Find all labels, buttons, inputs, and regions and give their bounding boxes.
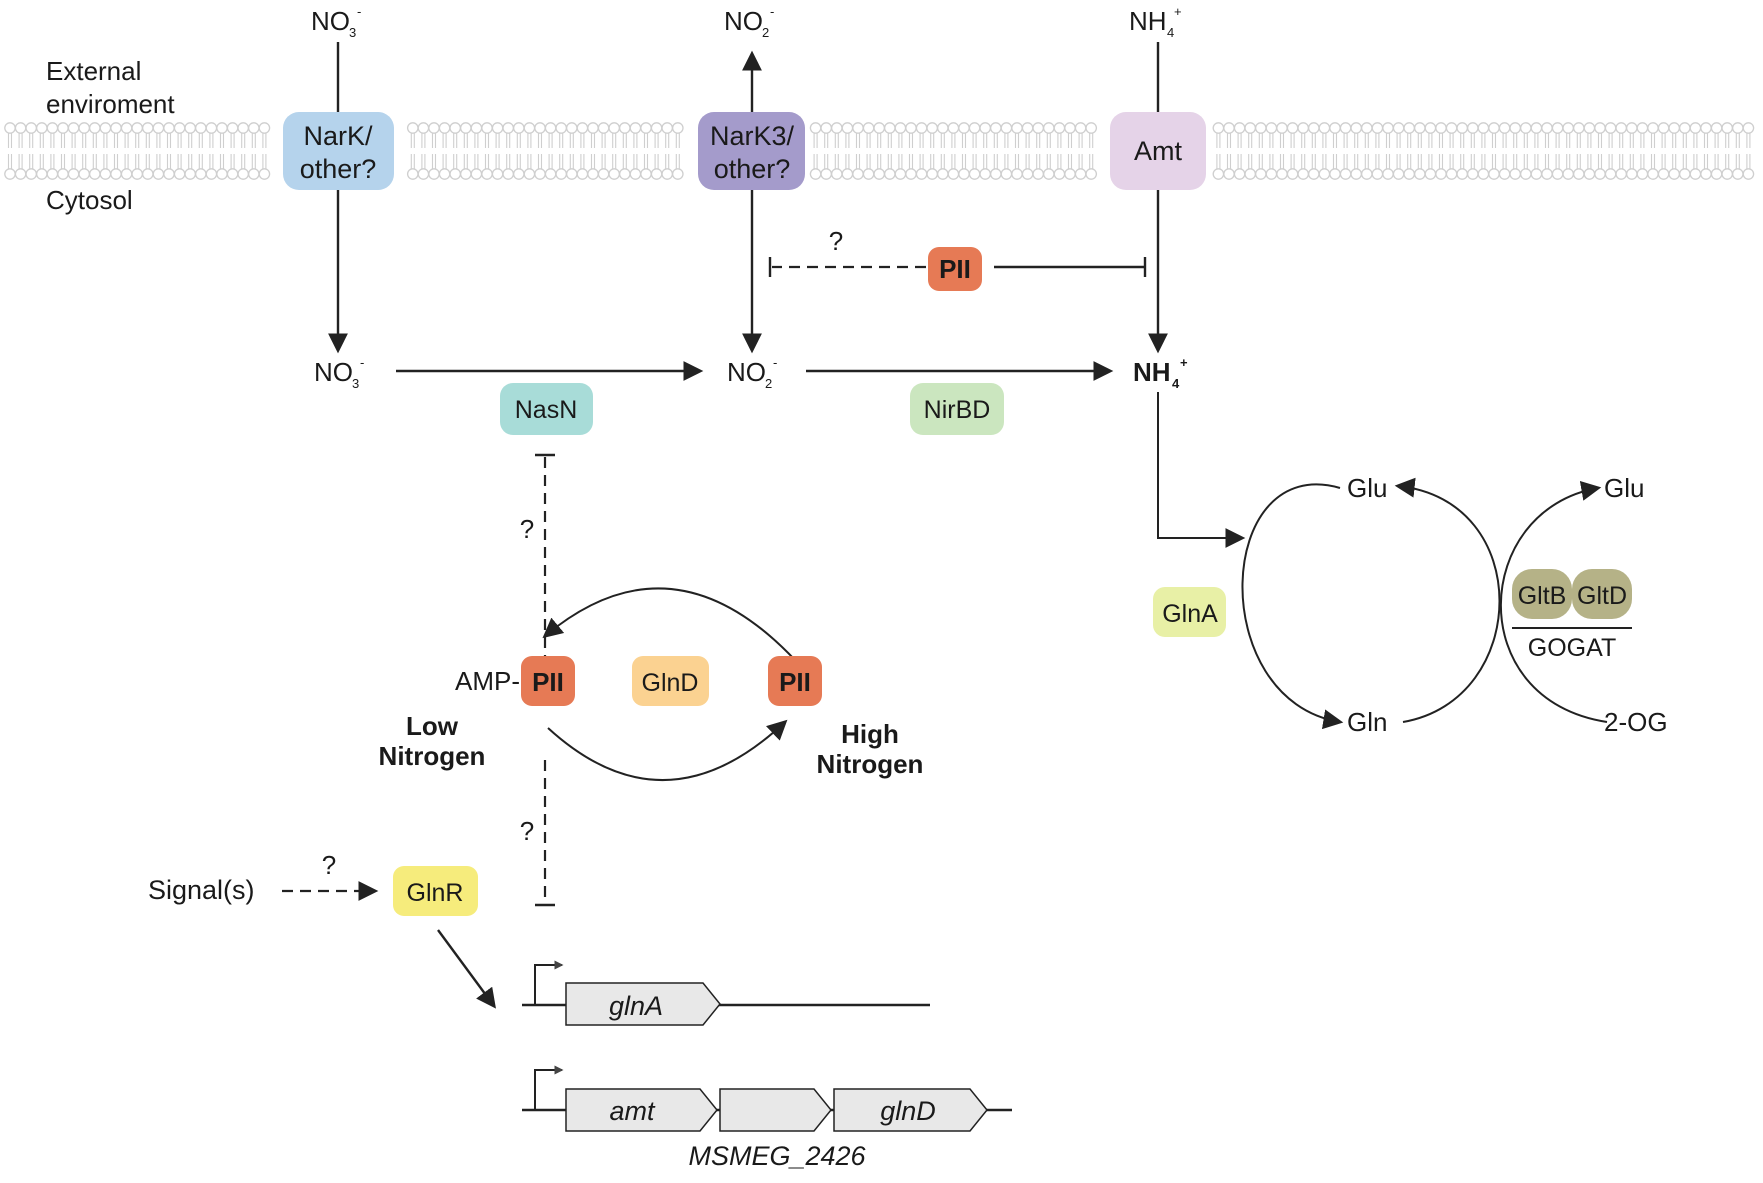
svg-text:2: 2 (765, 376, 772, 391)
glutamate-right: Glu (1604, 473, 1644, 503)
svg-text:glnD: glnD (880, 1096, 936, 1126)
svg-text:NasN: NasN (515, 396, 578, 424)
adenylylation-arrow (547, 719, 788, 781)
signal-label: Signal(s) (148, 875, 255, 905)
nark-transporter: NarK/ other? (283, 112, 394, 190)
svg-text:NH: NH (1129, 6, 1167, 36)
svg-text:NH: NH (1133, 357, 1171, 387)
svg-text:+: + (1180, 355, 1188, 370)
gogat-complex: GltB GltD GOGAT (1512, 569, 1632, 662)
external-ammonium: NH 4 + (1129, 4, 1182, 40)
svg-text:-: - (357, 4, 361, 19)
external-nitrite: NO 2 - (724, 4, 774, 40)
svg-text:PII: PII (532, 667, 564, 697)
svg-text:NO: NO (724, 6, 763, 36)
amt-operon-locus: amt glnD MSMEG_2426 (522, 1065, 1012, 1171)
svg-text:NarK/: NarK/ (303, 121, 373, 151)
svg-text:PII: PII (779, 667, 811, 697)
cytosol-nitrate: NO 3 - (314, 355, 364, 391)
svg-text:GlnR: GlnR (407, 879, 464, 907)
low-nitrogen-line1: Low (406, 711, 459, 741)
low-nitrogen-line2: Nitrogen (379, 741, 486, 771)
nark-box (283, 112, 394, 190)
gogat-product-arrow (1499, 481, 1608, 723)
cell-membrane (4, 122, 1755, 180)
cytosol-label: Cytosol (46, 185, 133, 215)
cytosol-ammonium: NH 4 + (1133, 355, 1188, 391)
pii-free: PII (768, 656, 822, 706)
deadenylylation-arrow (542, 587, 796, 661)
svg-text:2: 2 (762, 25, 769, 40)
ammonium-to-glna-arrow (1157, 392, 1246, 548)
operon-promoter-arrow (534, 1065, 564, 1110)
svg-text:-: - (360, 355, 364, 370)
unknown-mark-nasn: ? (520, 514, 534, 544)
svg-text:NirBD: NirBD (924, 396, 991, 424)
svg-text:NarK3/: NarK3/ (710, 121, 795, 151)
external-label-line2: enviroment (46, 89, 175, 119)
svg-text:NO: NO (311, 6, 350, 36)
svg-text:PII: PII (939, 254, 971, 284)
nark3-transporter: NarK3/ other? (698, 112, 805, 190)
amt-gene-arrow (565, 1088, 718, 1132)
glnr-activation-arrow (437, 929, 496, 1009)
svg-text:GlnD: GlnD (642, 669, 699, 697)
unknown-mark-top: ? (829, 226, 843, 256)
svg-text:GltB: GltB (1518, 582, 1567, 610)
svg-text:other?: other? (300, 154, 377, 184)
svg-text:3: 3 (349, 25, 356, 40)
amt-transporter: Amt (1110, 112, 1206, 190)
glutamine: Gln (1347, 707, 1387, 737)
amt-box (1110, 112, 1206, 190)
glnd-gene-arrow (833, 1088, 988, 1132)
glnr-regulator: GlnR (393, 866, 478, 916)
glna-gene-arrow (565, 982, 721, 1026)
svg-text:glnA: glnA (609, 991, 663, 1021)
gogat-return-arrow (1394, 477, 1501, 723)
gltd-subunit (1572, 569, 1632, 619)
svg-text:4: 4 (1172, 376, 1180, 391)
nasn-enzyme: NasN (500, 383, 593, 435)
glnd-enzyme: GlnD (632, 656, 709, 706)
svg-text:GOGAT: GOGAT (1528, 634, 1616, 662)
high-nitrogen-line1: High (841, 719, 899, 749)
amp-label: AMP- (455, 666, 520, 696)
svg-text:amt: amt (609, 1096, 656, 1126)
svg-text:3: 3 (352, 376, 359, 391)
unknown-mark-promoter: ? (520, 816, 534, 846)
unknown-mark-signal: ? (322, 850, 336, 880)
svg-text:4: 4 (1167, 25, 1174, 40)
nirbd-enzyme: NirBD (910, 383, 1004, 435)
svg-text:Amt: Amt (1134, 136, 1183, 166)
svg-text:+: + (1174, 4, 1182, 19)
svg-text:GltD: GltD (1577, 582, 1627, 610)
operon-label: MSMEG_2426 (688, 1141, 866, 1171)
svg-text:-: - (773, 355, 777, 370)
high-nitrogen-line2: Nitrogen (817, 749, 924, 779)
svg-text:other?: other? (714, 154, 791, 184)
nark3-box (698, 112, 805, 190)
glna-enzyme: GlnA (1153, 587, 1226, 637)
msmeg-2426-gene-arrow (719, 1088, 832, 1132)
gltb-subunit (1512, 569, 1572, 619)
external-nitrate: NO 3 - (311, 4, 361, 40)
two-oxoglutarate: 2-OG (1604, 707, 1668, 737)
glna-gene-locus: glnA (522, 960, 930, 1026)
svg-text:-: - (770, 4, 774, 19)
svg-text:NO: NO (727, 357, 766, 387)
glna-promoter-arrow (534, 960, 564, 1005)
pii-amp: PII (521, 656, 575, 706)
gs-cycle-arrow (1241, 483, 1344, 730)
glutamate-left: Glu (1347, 473, 1387, 503)
svg-text:NO: NO (314, 357, 353, 387)
cytosol-nitrite: NO 2 - (727, 355, 777, 391)
svg-text:GlnA: GlnA (1162, 600, 1218, 628)
pii-top: PII (928, 247, 982, 291)
external-label-line1: External (46, 56, 141, 86)
